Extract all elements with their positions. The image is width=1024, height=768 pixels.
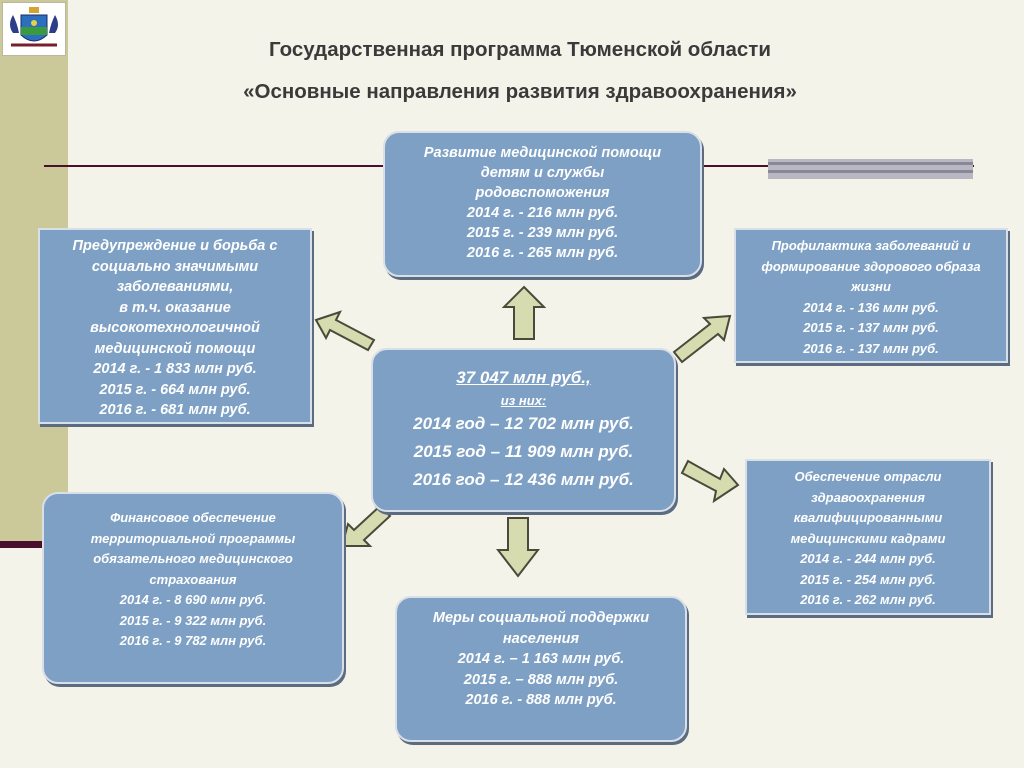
box-line: населения bbox=[502, 630, 580, 647]
box-line: высокотехнологичной bbox=[90, 320, 260, 336]
box-line: 2014 г. - 216 млн руб. bbox=[466, 205, 619, 221]
total-caption: из них: bbox=[500, 393, 547, 408]
total-amount: 37 047 млн руб., bbox=[456, 368, 591, 387]
box-line: родовспоможения bbox=[475, 185, 610, 201]
box-line: жизни bbox=[851, 279, 891, 294]
box-line: 2014 г. - 136 млн руб. bbox=[803, 299, 939, 315]
total-year-line: 2015 год – 11 909 млн руб. bbox=[413, 442, 634, 461]
arrow-upright-icon bbox=[672, 314, 732, 364]
total-year-line: 2016 год – 12 436 млн руб. bbox=[413, 470, 634, 489]
box-line: в т.ч. оказание bbox=[119, 299, 231, 316]
box-line: детям и службы bbox=[480, 165, 605, 181]
box-social-diseases: Предупреждение и борьба с социально знач… bbox=[38, 228, 312, 424]
box-line: 2015 г. - 254 млн руб. bbox=[800, 571, 936, 587]
box-medical-staff: Обеспечение отрасли здравоохранения квал… bbox=[745, 459, 991, 615]
box-line: медицинской помощи bbox=[94, 340, 256, 357]
box-line: 2014 г. - 1 833 млн руб. bbox=[93, 361, 257, 377]
arrow-up-icon bbox=[502, 285, 546, 340]
box-prevention: Профилактика заболеваний и формирование … bbox=[734, 228, 1008, 363]
box-line: 2014 г. - 8 690 млн руб. bbox=[119, 592, 267, 607]
header-accent-bar bbox=[768, 159, 973, 179]
arrow-down-icon bbox=[496, 517, 540, 578]
box-health-insurance: Финансовое обеспечение территориальной п… bbox=[42, 492, 344, 684]
box-line: заболеваниями, bbox=[116, 279, 234, 295]
box-line: 2016 г. - 681 млн руб. bbox=[99, 402, 251, 418]
box-line: страхования bbox=[149, 571, 237, 587]
box-line: 2014 г. - 244 млн руб. bbox=[800, 551, 936, 566]
page-title: Государственная программа Тюменской обла… bbox=[269, 38, 771, 61]
box-line: 2016 г. - 262 млн руб. bbox=[800, 592, 936, 607]
box-line: обязательного медицинского bbox=[93, 551, 293, 566]
box-line: 2015 г. - 664 млн руб. bbox=[99, 381, 251, 398]
box-total-budget: 37 047 млн руб., из них: 2014 год – 12 7… bbox=[371, 348, 676, 512]
box-line: Развитие медицинской помощи bbox=[423, 145, 662, 161]
arrow-upleft-icon bbox=[314, 310, 376, 352]
box-line: 2016 г. - 137 млн руб. bbox=[803, 340, 939, 356]
box-line: 2015 г. - 9 322 млн руб. bbox=[119, 612, 267, 628]
total-year-line: 2014 год – 12 702 млн руб. bbox=[413, 414, 634, 433]
box-line: квалифицированными bbox=[793, 510, 943, 525]
arrow-downright-icon bbox=[680, 459, 740, 503]
box-line: медицинскими кадрами bbox=[790, 530, 946, 546]
box-line: Профилактика заболеваний и bbox=[771, 238, 971, 253]
box-line: социально значимыми bbox=[91, 258, 259, 275]
box-line: Предупреждение и борьба с bbox=[72, 238, 278, 254]
box-line: 2016 г. - 9 782 млн руб. bbox=[119, 633, 267, 648]
box-line: 2015 г. – 888 млн руб. bbox=[463, 671, 619, 688]
box-line: 2015 г. - 137 млн руб. bbox=[803, 320, 939, 335]
box-line: 2016 г. - 265 млн руб. bbox=[466, 245, 619, 261]
left-decor-rule bbox=[0, 541, 60, 548]
coat-of-arms-icon bbox=[2, 2, 66, 56]
box-line: территориальной программы bbox=[90, 530, 296, 546]
page-subtitle: «Основные направления развития здравоохр… bbox=[243, 80, 797, 103]
box-line: 2015 г. - 239 млн руб. bbox=[466, 225, 619, 241]
box-line: Меры социальной поддержки bbox=[432, 610, 650, 626]
box-line: 2016 г. - 888 млн руб. bbox=[465, 692, 617, 708]
box-line: Финансовое обеспечение bbox=[110, 510, 276, 525]
box-line: здравоохранения bbox=[811, 489, 925, 505]
box-line: Обеспечение отрасли bbox=[794, 469, 942, 484]
box-line: 2014 г. – 1 163 млн руб. bbox=[457, 651, 625, 667]
box-social-support: Меры социальной поддержки населения 2014… bbox=[395, 596, 687, 742]
box-children-care: Развитие медицинской помощи детям и служ… bbox=[383, 131, 702, 277]
box-line: формирование здорового образа bbox=[761, 258, 981, 274]
